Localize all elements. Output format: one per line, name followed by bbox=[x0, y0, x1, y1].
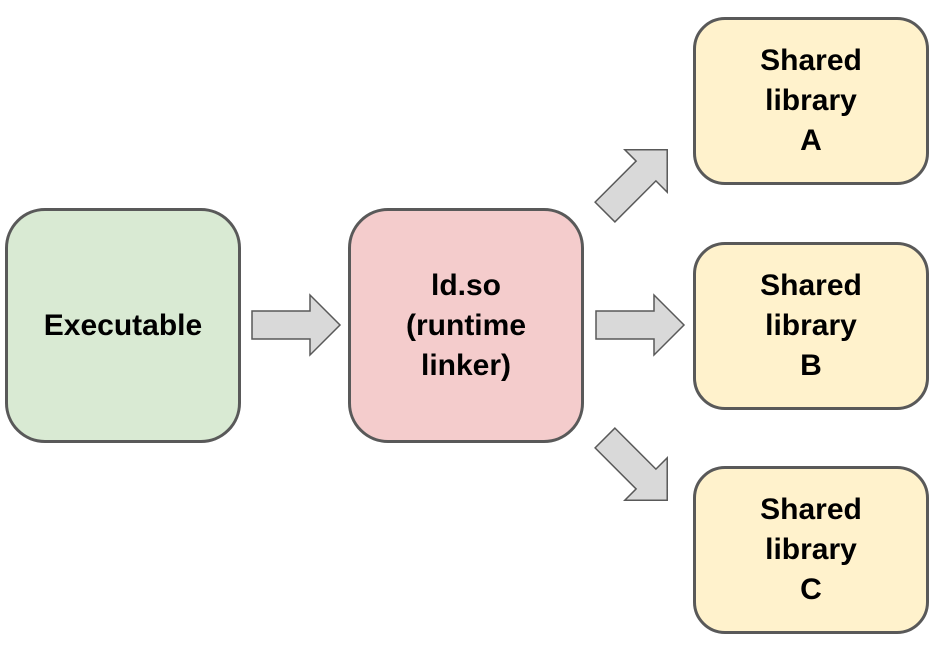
shared-library-c-node: Shared library C bbox=[693, 466, 929, 634]
shared-library-a-label: Shared library A bbox=[760, 44, 862, 157]
arrow-linker-to-library-b bbox=[595, 293, 686, 357]
arrow-executable-to-linker bbox=[251, 293, 342, 357]
shared-library-a-node: Shared library A bbox=[693, 17, 929, 185]
arrow-linker-to-library-a bbox=[594, 149, 668, 223]
runtime-linker-node: ld.so (runtime linker) bbox=[348, 208, 584, 443]
shared-library-b-label: Shared library B bbox=[760, 269, 862, 382]
shared-library-c-label: Shared library C bbox=[760, 493, 862, 606]
runtime-linker-label: ld.so (runtime linker) bbox=[406, 268, 526, 382]
executable-label: Executable bbox=[43, 308, 203, 342]
arrow-linker-to-library-c bbox=[594, 427, 668, 501]
executable-node: Executable bbox=[5, 208, 241, 443]
shared-library-b-node: Shared library B bbox=[693, 242, 929, 410]
